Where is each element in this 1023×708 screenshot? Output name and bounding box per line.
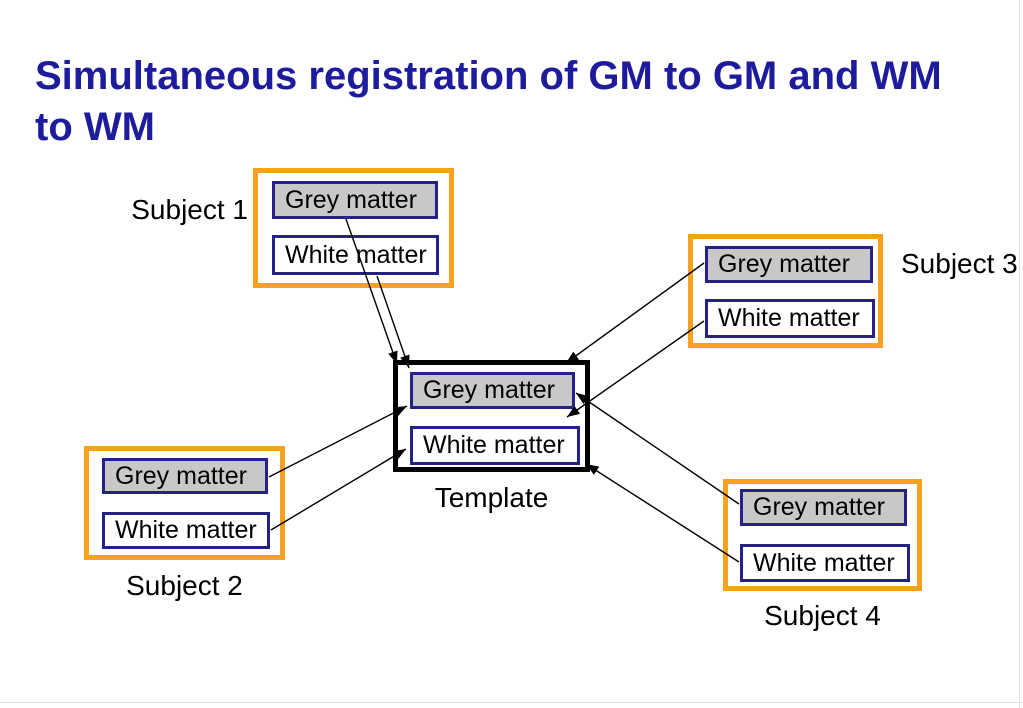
page-title: Simultaneous registration of GM to GM an… [35, 53, 942, 149]
subject4-white-matter-box: White matter [740, 544, 910, 582]
subject3-white-matter-label: White matter [718, 304, 860, 332]
subject3-caption: Subject 3 [901, 248, 1018, 279]
subject4-white-matter-label: White matter [753, 548, 895, 577]
subject2-white-matter-box: White matter [102, 512, 270, 549]
subject3-white-matter-box: White matter [705, 299, 875, 338]
subject2-caption: Subject 2 [126, 570, 243, 601]
subject2-grey-matter-label: Grey matter [115, 461, 247, 490]
arrow-subject1-white-matter-to-template-white-matter [376, 275, 410, 369]
slide-bottom-edge [0, 702, 1023, 703]
arrow-subject2-white-matter-to-template-white-matter [270, 448, 407, 531]
template-caption: Template [434, 482, 549, 513]
arrow-subject4-white-matter-to-template-white-matter [585, 463, 740, 563]
subject1-white-matter-label: White matter [285, 240, 427, 269]
subject4-grey-matter-label: Grey matter [753, 493, 885, 521]
subject4-grey-matter-box: Grey matter [740, 489, 907, 526]
arrow-subject4-grey-matter-to-template-grey-matter [575, 392, 740, 505]
subject3-grey-matter-label: Grey matter [718, 250, 850, 278]
template-grey-matter-box: Grey matter [410, 372, 575, 409]
subject2-grey-matter-box: Grey matter [102, 458, 268, 494]
subject3-grey-matter-box: Grey matter [705, 246, 873, 283]
template-white-matter-label: White matter [423, 431, 565, 459]
subject1-white-matter-box: White matter [272, 235, 439, 275]
subject4-caption: Subject 4 [764, 600, 881, 631]
subject1-caption: Subject 1 [131, 194, 248, 225]
template-grey-matter-label: Grey matter [423, 376, 555, 404]
arrow-subject2-grey-matter-to-template-grey-matter [268, 405, 408, 478]
arrow-subject3-grey-matter-to-template-grey-matter [565, 262, 705, 364]
slide-right-edge [1019, 0, 1020, 708]
subject2-white-matter-label: White matter [115, 516, 257, 544]
subject1-grey-matter-box: Grey matter [272, 181, 438, 219]
subject1-grey-matter-label: Grey matter [285, 185, 417, 214]
template-white-matter-box: White matter [410, 426, 580, 465]
